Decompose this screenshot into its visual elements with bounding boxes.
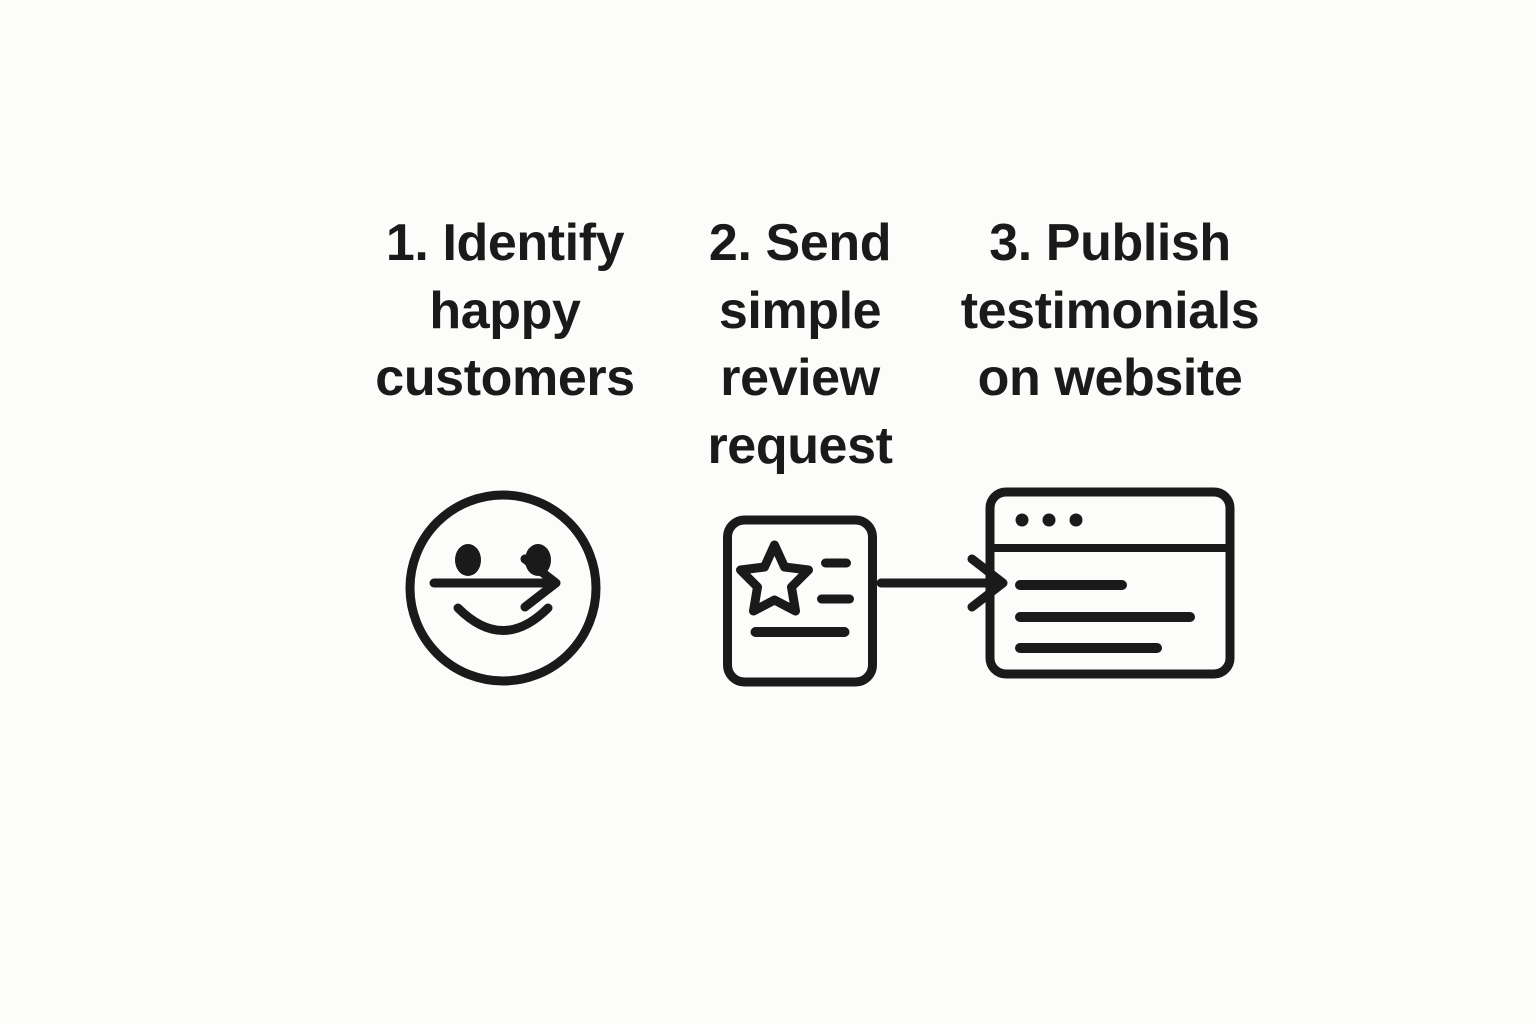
process-step-3: 3. Publish testimonials on website: [930, 0, 1290, 679]
step-3-label: 3. Publish testimonials on website: [960, 214, 1260, 408]
review-card-icon: [723, 515, 877, 687]
browser-window-icon: [985, 487, 1235, 679]
process-step-2: 2. Send simple review request: [670, 0, 930, 687]
step-1-label: 1. Identify happy customers: [375, 214, 635, 408]
smiley-face-icon: [405, 490, 601, 686]
process-step-1: 1. Identify happy customers: [340, 0, 670, 686]
connector-2: [872, 552, 1022, 614]
step-2-label: 2. Send simple review request: [707, 214, 893, 475]
connector-1: [425, 552, 575, 614]
step-2-icon-wrap: [723, 515, 878, 687]
arrow-right-icon: [429, 554, 560, 612]
step-1-icon-wrap: [400, 490, 610, 690]
step-3-icon-wrap: [985, 487, 1235, 679]
arrow-right-icon: [876, 554, 1007, 612]
